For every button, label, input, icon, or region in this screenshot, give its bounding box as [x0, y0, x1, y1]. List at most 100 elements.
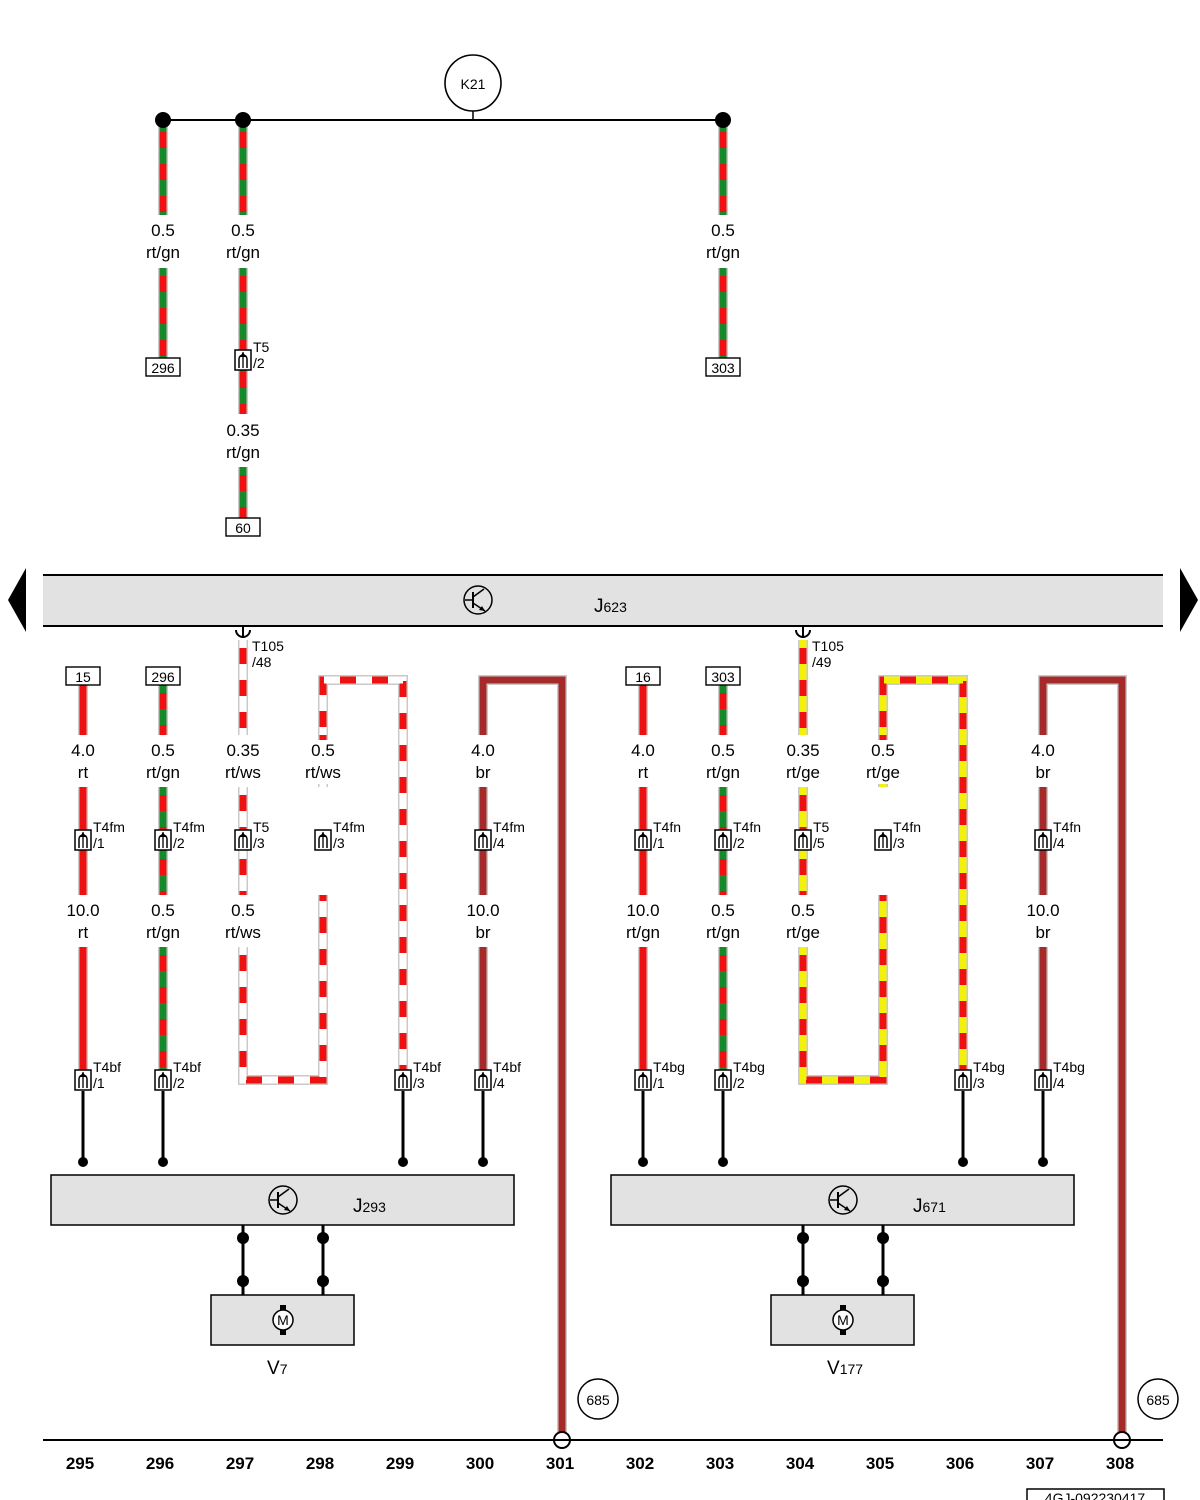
- wire-size: 0.5: [151, 901, 175, 920]
- connector-pin-arrow-head: [1040, 832, 1046, 837]
- connector-pin: /4: [1053, 835, 1065, 851]
- connector-pin: /3: [413, 1075, 425, 1091]
- wire-size: 0.5: [711, 221, 735, 240]
- ground-ref-circle: [577, 1378, 619, 1420]
- connector-pin: /2: [253, 355, 265, 371]
- connector-pin-arrow-head: [160, 832, 166, 837]
- connector-name: T4fn: [893, 819, 921, 835]
- column-number: 305: [866, 1454, 894, 1473]
- arrow-left-icon: [8, 568, 26, 632]
- connector-pin: /2: [173, 1075, 185, 1091]
- wire-size: 4.0: [471, 741, 495, 760]
- connector-pin-arrow-head: [400, 1072, 406, 1077]
- wire-color: rt/gn: [706, 243, 740, 262]
- splice-dot: [237, 1275, 249, 1287]
- connector-name: T4bf: [493, 1059, 521, 1075]
- diagram-code-box: [1026, 1488, 1165, 1500]
- motor-label: V177: [827, 1358, 863, 1379]
- wire-size: 0.35: [226, 421, 259, 440]
- ground-wire: [479, 676, 566, 1432]
- reference-box: [625, 666, 661, 686]
- wire-color: rt/gn: [226, 243, 260, 262]
- module-box: [50, 1174, 515, 1226]
- connector-name: T4fn: [653, 819, 681, 835]
- ecu-j623: [43, 575, 1163, 626]
- connector-pin: /1: [653, 1075, 665, 1091]
- wire-color: rt/ws: [305, 763, 341, 782]
- connector-pin: /49: [812, 654, 832, 670]
- connector-name: T5: [253, 339, 270, 355]
- column-number: 298: [306, 1454, 334, 1473]
- column-number: 307: [1026, 1454, 1054, 1473]
- connector-name: T5: [253, 819, 270, 835]
- reference-box: [65, 666, 101, 686]
- connector-name: T4bg: [973, 1059, 1005, 1075]
- connector-pin-arrow-head: [160, 1072, 166, 1077]
- splice-dot: [155, 112, 171, 128]
- loop-wire: [319, 676, 407, 1070]
- connector-pin: /3: [253, 835, 265, 851]
- wire-size: 10.0: [1026, 901, 1059, 920]
- connector-pin-arrow-head: [480, 832, 486, 837]
- connector-pin: /4: [1053, 1075, 1065, 1091]
- wire-color: rt/ge: [866, 763, 900, 782]
- column-number: 302: [626, 1454, 654, 1473]
- wire-color: rt/ge: [786, 923, 820, 942]
- connector-pin-arrow-head: [480, 1072, 486, 1077]
- ground-wire-outline: [478, 675, 567, 1432]
- connector-pin: /4: [493, 1075, 505, 1091]
- reference-number: 303: [711, 360, 735, 376]
- reference-box: [225, 517, 261, 537]
- wire-color: rt: [78, 923, 89, 942]
- reference-box: [705, 357, 741, 377]
- splice-dot: [958, 1157, 968, 1167]
- connector-pin-arrow-head: [80, 1072, 86, 1077]
- column-number: 301: [546, 1454, 574, 1473]
- label-mask: [859, 740, 907, 784]
- connector-pin: /3: [893, 835, 905, 851]
- wire-size: 0.35: [786, 741, 819, 760]
- connector-pin-arrow-head: [240, 352, 246, 357]
- transistor-collector: [837, 1188, 850, 1198]
- motor-symbol: M: [837, 1312, 849, 1328]
- splice-dot: [158, 1157, 168, 1167]
- diagram-code: 4GJ-092230417: [1045, 1490, 1146, 1500]
- fuse-label: K21: [461, 76, 486, 92]
- wire-size: 0.5: [151, 741, 175, 760]
- wire-size: 0.5: [231, 221, 255, 240]
- motor-label: V7: [267, 1358, 288, 1379]
- connector-pin-arrow-head: [320, 832, 326, 837]
- reference-number: 16: [635, 669, 651, 685]
- reference-number: 303: [711, 669, 735, 685]
- wire-size: 10.0: [66, 901, 99, 920]
- connector-pin: /4: [493, 835, 505, 851]
- column-number: 299: [386, 1454, 414, 1473]
- reference-number: 296: [151, 360, 175, 376]
- wire-color: rt/ws: [225, 763, 261, 782]
- wire-size: 0.5: [311, 741, 335, 760]
- wire-size: 0.5: [871, 741, 895, 760]
- connector-pin-arrow-head: [720, 832, 726, 837]
- connector-name: T4bg: [1053, 1059, 1085, 1075]
- connector-pin: /1: [653, 835, 665, 851]
- wire-color: rt/ws: [225, 923, 261, 942]
- connector-pin: /1: [93, 1075, 105, 1091]
- connector-pin-arrow-head: [640, 1072, 646, 1077]
- wire-color: br: [475, 763, 490, 782]
- splice-dot: [877, 1275, 889, 1287]
- connector-name: T4bf: [413, 1059, 441, 1075]
- motor-brush-top: [840, 1305, 846, 1310]
- labels-layer: K210.5rt/gn2960.5rt/gnT5/20.35rt/gn600.5…: [66, 76, 1170, 1500]
- ground-ref: 685: [586, 1392, 610, 1408]
- wire-color: rt/gn: [626, 923, 660, 942]
- loop-wire-stripe: [799, 895, 887, 1084]
- reference-number: 15: [75, 669, 91, 685]
- connector-name: T5: [813, 819, 830, 835]
- connector-name: T4fm: [333, 819, 365, 835]
- splice-dot: [398, 1157, 408, 1167]
- connector-pin: /48: [252, 654, 272, 670]
- splice-dot: [478, 1157, 488, 1167]
- connector-name: T4fm: [173, 819, 205, 835]
- connector-pin-arrow-head: [720, 1072, 726, 1077]
- connector-pin: /2: [173, 835, 185, 851]
